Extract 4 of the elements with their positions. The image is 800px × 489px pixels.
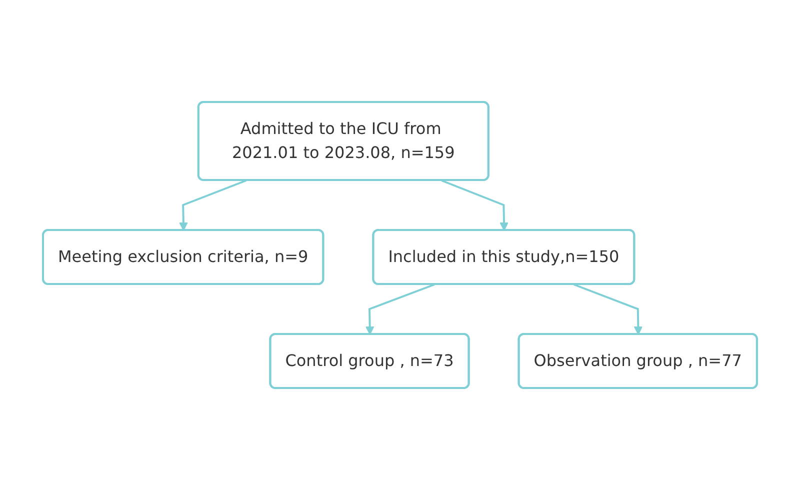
arrow [365,283,435,334]
arrow [441,179,508,230]
arrow [179,179,247,230]
arrow [574,283,643,334]
